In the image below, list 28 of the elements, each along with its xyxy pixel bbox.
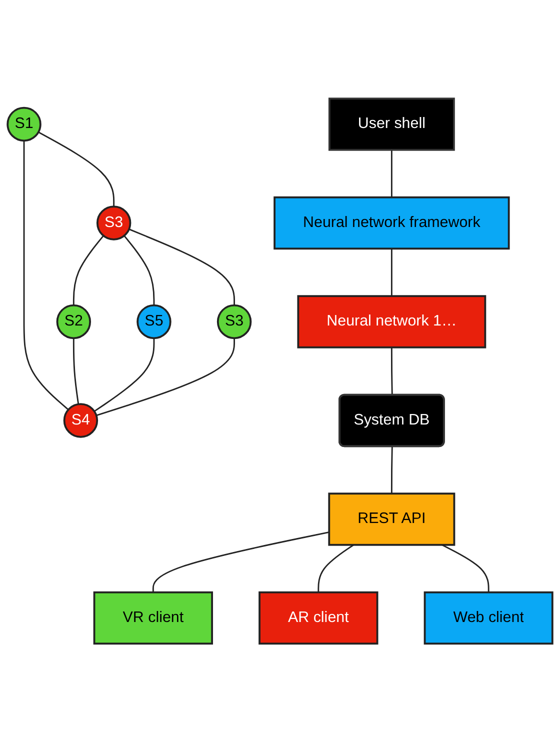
connector [318,544,354,592]
connector [128,228,235,306]
connector [152,531,330,592]
connector [390,150,392,198]
connector [23,140,69,410]
connector [390,248,392,296]
node-box: Neural network framework [274,196,510,250]
node-box: VR client [93,591,213,644]
node-box: Neural network 1… [297,295,486,348]
node-box: AR client [258,591,378,644]
connector [94,338,155,412]
node-box: REST API [328,492,456,546]
connector [72,338,80,404]
node-circle: S3 [216,304,252,339]
node-circle: S2 [56,304,92,339]
connector [442,544,490,592]
node-circle: S4 [63,403,98,438]
connector [390,446,393,494]
connector [390,347,393,396]
node-circle: S1 [6,106,42,142]
node-box: User shell [328,98,455,151]
connector [96,338,235,416]
connector [72,235,104,306]
node-circle: S5 [136,304,172,339]
node-circle: S3 [96,206,132,240]
connector [38,131,115,206]
node-box: Web client [424,591,554,644]
connector [124,235,155,306]
